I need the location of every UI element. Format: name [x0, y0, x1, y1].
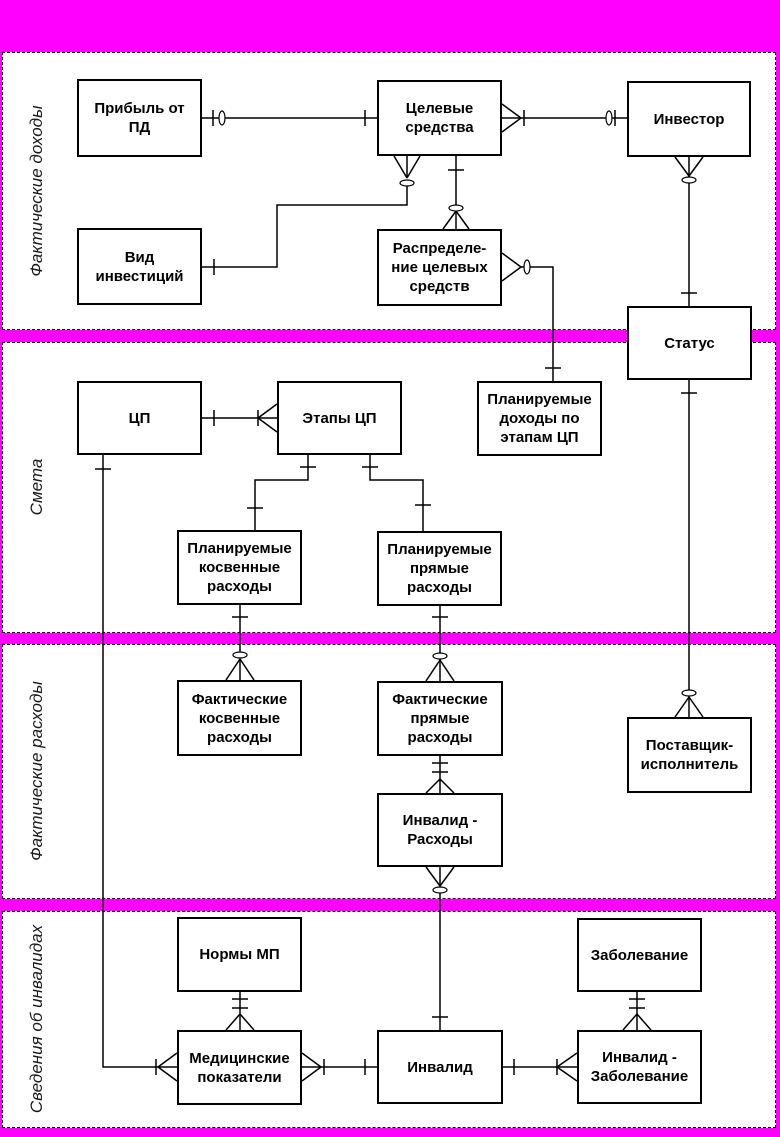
entity-disease: Заболевание [577, 918, 702, 992]
entity-status: Статус [627, 306, 752, 380]
entity-cp-stages: Этапы ЦП [277, 381, 402, 455]
entity-planned-income: Планируемые доходы по этапам ЦП [477, 381, 602, 456]
entity-label: Фактические косвенные расходы [191, 690, 288, 746]
band-label-estimate: Смета [27, 458, 46, 516]
entity-label: Инвестор [653, 110, 725, 128]
entity-label: Инвалид - Расходы [402, 812, 478, 848]
entity-planned-indirect: Планируемые косвенные расходы [177, 530, 302, 605]
entity-label: Прибыль от ПД [94, 100, 185, 136]
entity-label: Статус [664, 334, 715, 352]
entity-label: Планируемые доходы по этапам ЦП [487, 391, 592, 446]
entity-investor: Инвестор [627, 81, 751, 157]
entity-med-indicators: Медицинские показатели [177, 1030, 302, 1105]
entity-label: Инвалид - Заболевание [590, 1049, 689, 1085]
entity-actual-indirect: Фактические косвенные расходы [177, 680, 302, 756]
entity-label: Фактические прямые расходы [392, 691, 488, 746]
entity-label: Распределе- ние целевых средств [391, 240, 488, 295]
band-label-actual-expenses: Фактические расходы [27, 681, 46, 861]
entity-invalid-expenses: Инвалид - Расходы [377, 793, 503, 867]
entity-label: Медицинские показатели [189, 1049, 290, 1086]
entity-supplier: Поставщик- исполнитель [627, 717, 752, 793]
entity-investment-type: Вид инвестиций [77, 228, 202, 305]
entity-label: Планируемые косвенные расходы [187, 540, 292, 595]
entity-invalid: Инвалид [377, 1030, 503, 1104]
entity-label: Планируемые прямые расходы [387, 541, 492, 596]
entity-invalid-disease: Инвалид - Заболевание [577, 1030, 702, 1104]
entity-norms-mp: Нормы МП [177, 917, 302, 992]
entity-label: Нормы МП [199, 946, 280, 963]
band-label-disabled-info: Сведения об инвалидах [27, 924, 46, 1114]
entity-distribution: Распределе- ние целевых средств [377, 229, 502, 306]
entity-label: ЦП [128, 409, 151, 427]
entity-actual-direct: Фактические прямые расходы [377, 681, 503, 756]
entity-label: Поставщик- исполнитель [640, 737, 739, 773]
entity-cp: ЦП [77, 381, 202, 455]
band-label-actual-income: Фактические доходы [27, 105, 46, 277]
entity-label: Целевые средства [405, 100, 474, 136]
entity-profit-pd: Прибыль от ПД [77, 79, 202, 157]
entity-label: Инвалид [407, 1058, 473, 1076]
entity-label: Вид инвестиций [95, 248, 184, 285]
entity-label: Этапы ЦП [302, 409, 377, 427]
entity-planned-direct: Планируемые прямые расходы [377, 531, 502, 606]
entity-label: Заболевание [590, 946, 689, 964]
entity-target-funds: Целевые средства [377, 80, 502, 156]
